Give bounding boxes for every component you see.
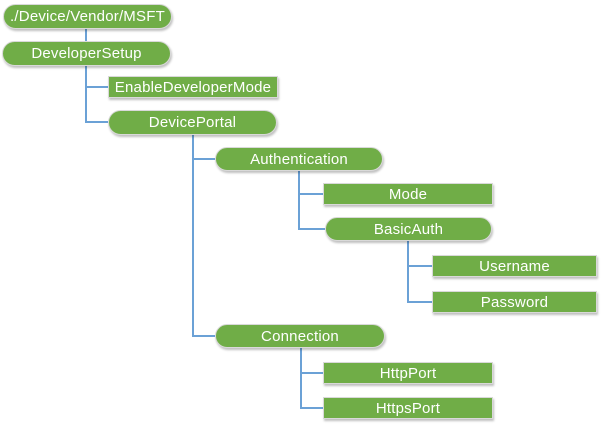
tree-node-basicauth: BasicAuth: [325, 217, 492, 241]
tree-node-label: Password: [480, 293, 549, 311]
tree-node-label: HttpsPort: [375, 399, 441, 417]
connector-segment: [192, 335, 215, 337]
tree-node-label: DeveloperSetup: [31, 45, 142, 62]
tree-node-enabledevelopermode: EnableDeveloperMode: [108, 76, 278, 98]
tree-node-httpsport: HttpsPort: [323, 397, 493, 419]
connector-segment: [85, 121, 108, 123]
connector-segment: [192, 158, 215, 160]
connector-segment: [407, 241, 409, 302]
tree-node-deviceportal: DevicePortal: [108, 110, 277, 135]
connector-segment: [298, 193, 323, 195]
tree-node-label: HttpPort: [379, 364, 437, 382]
tree-node-password: Password: [432, 291, 597, 313]
tree-node-root: ./Device/Vendor/MSFT: [3, 4, 172, 29]
connector-segment: [85, 29, 87, 42]
connector-segment: [85, 86, 108, 88]
tree-node-label: Username: [479, 257, 550, 275]
connector-segment: [298, 171, 300, 229]
tree-node-label: Authentication: [250, 150, 348, 168]
tree-node-username: Username: [432, 255, 597, 277]
tree-node-authentication: Authentication: [215, 147, 383, 171]
connector-segment: [407, 265, 432, 267]
connector-segment: [85, 66, 87, 123]
tree-node-mode: Mode: [323, 183, 493, 205]
tree-node-developersetup: DeveloperSetup: [2, 41, 171, 66]
connector-segment: [300, 407, 323, 409]
tree-node-label: ./Device/Vendor/MSFT: [10, 8, 165, 25]
connector-segment: [300, 348, 302, 408]
connector-segment: [192, 135, 194, 337]
connector-segment: [407, 301, 432, 303]
connector-segment: [300, 372, 323, 374]
tree-node-label: Mode: [388, 185, 428, 203]
tree-node-httpport: HttpPort: [323, 362, 493, 384]
tree-node-connection: Connection: [215, 324, 385, 348]
tree-node-label: Connection: [261, 327, 339, 345]
connector-segment: [298, 228, 325, 230]
tree-node-label: EnableDeveloperMode: [114, 78, 272, 96]
tree-node-label: DevicePortal: [148, 114, 237, 131]
tree-node-label: BasicAuth: [373, 220, 444, 238]
